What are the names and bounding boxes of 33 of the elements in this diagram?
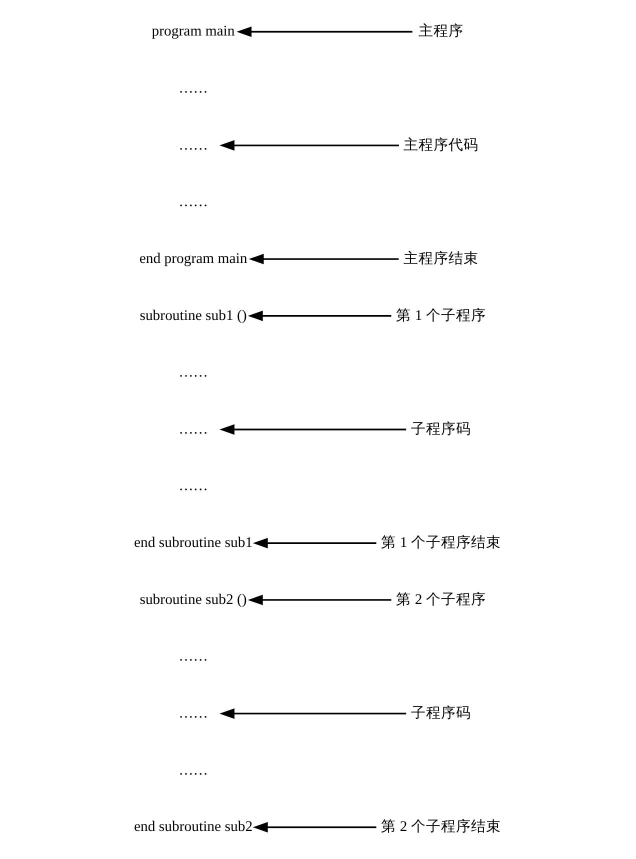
node-text: 主程序结束	[403, 250, 478, 267]
node-text: ……	[178, 137, 208, 154]
node-text: subroutine sub1 ()	[139, 308, 246, 324]
node-text: ……	[178, 705, 208, 722]
node-text: 第 2 个子程序结束	[380, 819, 500, 836]
arrow	[248, 254, 398, 264]
label: ……	[178, 364, 208, 381]
arrow	[252, 822, 376, 832]
node-text: 子程序码	[410, 421, 471, 438]
arrow	[247, 594, 391, 606]
node-text: 第 1 个子程序结束	[380, 535, 500, 552]
node-text: 第 1 个子程序	[396, 308, 486, 324]
label: ……	[178, 194, 208, 210]
node-text: 主程序	[418, 24, 464, 40]
node-text: 第 2 个子程序	[396, 592, 486, 608]
arrow	[247, 310, 391, 322]
node-text: 子程序码	[410, 705, 471, 722]
node-text: program main	[151, 24, 234, 40]
node-text: 主程序代码	[403, 137, 478, 154]
node-text: subroutine sub2 ()	[139, 592, 246, 608]
label: ……	[178, 648, 208, 665]
node-text: end program main	[138, 250, 247, 267]
label: ……	[178, 478, 208, 494]
label: ……	[178, 762, 208, 778]
arrow	[219, 708, 406, 719]
node-text: end subroutine sub1	[134, 535, 252, 552]
arrow	[219, 140, 398, 151]
arrow	[219, 424, 406, 435]
node-text: end subroutine sub2	[134, 819, 252, 836]
arrow	[252, 538, 376, 548]
label: ……	[178, 80, 208, 96]
arrow	[236, 26, 412, 37]
node-text: ……	[178, 421, 208, 438]
